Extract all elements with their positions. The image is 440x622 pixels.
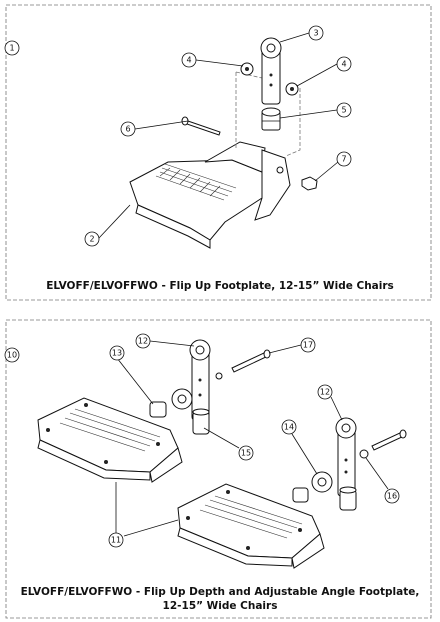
svg-text:1: 1 bbox=[9, 44, 14, 53]
footplate-part-2 bbox=[129, 159, 263, 241]
caption-panel-1: ELVOFF/ELVOFFWO - Flip Up Footplate, 12-… bbox=[46, 280, 394, 292]
callout-16: 16 bbox=[384, 488, 400, 504]
leaders-panel-10 bbox=[115, 340, 389, 537]
bolt-right bbox=[371, 431, 405, 451]
callout-7: 7 bbox=[336, 151, 352, 167]
callout-14: 14 bbox=[281, 419, 297, 435]
footplate-right-edge bbox=[177, 527, 293, 567]
bolt-part-17 bbox=[231, 351, 269, 373]
callout-11: 11 bbox=[108, 532, 124, 548]
svg-text:12: 12 bbox=[320, 388, 330, 397]
bolt-part-6 bbox=[183, 119, 221, 136]
caption-panel-10-line2: 12-15” Wide Chairs bbox=[162, 600, 278, 612]
callout-4-right: 4 bbox=[336, 56, 352, 72]
callout-13: 13 bbox=[109, 345, 125, 361]
svg-text:12: 12 bbox=[138, 337, 148, 346]
callout-17: 17 bbox=[300, 337, 316, 353]
svg-text:6: 6 bbox=[125, 125, 130, 134]
footplate-edge bbox=[135, 204, 211, 249]
callout-15: 15 bbox=[238, 445, 254, 461]
svg-text:3: 3 bbox=[313, 29, 318, 38]
callout-6: 6 bbox=[120, 121, 136, 137]
svg-text:7: 7 bbox=[341, 155, 346, 164]
washer-part-16 bbox=[359, 449, 369, 459]
callout-12-right: 12 bbox=[317, 384, 333, 400]
svg-text:17: 17 bbox=[303, 341, 313, 350]
callout-3: 3 bbox=[308, 25, 324, 41]
caption-panel-10-line1: ELVOFF/ELVOFFWO - Flip Up Depth and Adju… bbox=[20, 586, 420, 598]
svg-text:15: 15 bbox=[241, 449, 251, 458]
footplate-right-tread bbox=[199, 495, 303, 539]
leaders-panel-1 bbox=[98, 32, 339, 239]
svg-text:16: 16 bbox=[387, 492, 397, 501]
svg-text:13: 13 bbox=[112, 349, 122, 358]
footplate-assembly-10 bbox=[37, 339, 407, 569]
callout-1: 1 bbox=[4, 40, 20, 56]
panel-1-border bbox=[5, 4, 432, 301]
footplate-assembly-1 bbox=[129, 37, 318, 249]
callouts-panel-1: 1 2 3 4 4 5 6 7 bbox=[4, 25, 352, 247]
callout-12-left: 12 bbox=[135, 333, 151, 349]
callout-5: 5 bbox=[336, 102, 352, 118]
svg-text:4: 4 bbox=[341, 60, 346, 69]
spacer-part-13 bbox=[149, 401, 167, 418]
callout-10: 10 bbox=[4, 347, 20, 363]
hanger-eye bbox=[266, 43, 276, 53]
callouts-panel-10: 10 11 12 12 13 14 15 16 17 bbox=[4, 333, 400, 548]
footplate-left-tread bbox=[59, 408, 161, 452]
nut-part-7 bbox=[301, 176, 318, 191]
panel-10-border bbox=[5, 319, 432, 619]
hinge-hole bbox=[276, 166, 284, 174]
svg-text:14: 14 bbox=[284, 423, 294, 432]
svg-text:2: 2 bbox=[89, 235, 94, 244]
svg-text:10: 10 bbox=[7, 351, 17, 360]
callout-2: 2 bbox=[84, 231, 100, 247]
footplate-tread bbox=[155, 163, 237, 201]
callout-4-left: 4 bbox=[181, 52, 197, 68]
svg-text:11: 11 bbox=[111, 536, 121, 545]
svg-text:4: 4 bbox=[186, 56, 191, 65]
svg-text:5: 5 bbox=[341, 106, 346, 115]
footplate-left-edge bbox=[37, 439, 151, 481]
